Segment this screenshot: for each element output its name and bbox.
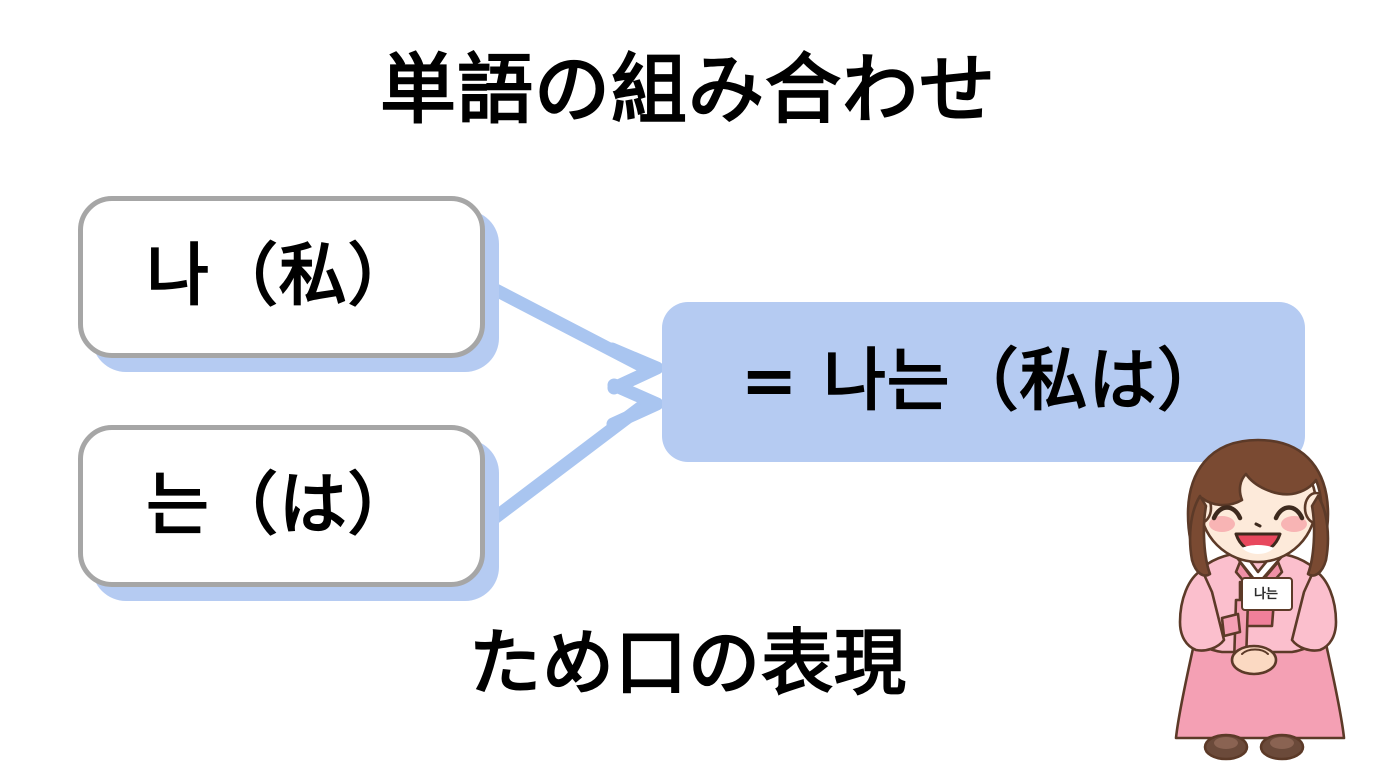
result-box[interactable]: = 나는（私は） [662,302,1305,462]
page-subtitle: ため口の表現 [468,621,907,705]
character-illustration: 나는 [1142,432,1376,768]
term-box-2[interactable]: 는（は） [78,425,503,605]
term-box-1-label: 나（私） [146,237,417,316]
girl-hanbok-icon [1174,438,1346,761]
arrow-bottom-icon [485,378,664,527]
arrow-top-icon [485,281,664,395]
term-box-1[interactable]: 나（私） [78,196,503,376]
character-sign-label: 나는 [1254,586,1278,602]
result-label: = 나는（私は） [740,342,1227,421]
term-box-2-frame: 는（は） [78,425,485,587]
page-title: 単語の組み合わせ [380,45,996,134]
term-box-2-label: 는（は） [146,466,417,545]
term-box-1-frame: 나（私） [78,196,485,358]
